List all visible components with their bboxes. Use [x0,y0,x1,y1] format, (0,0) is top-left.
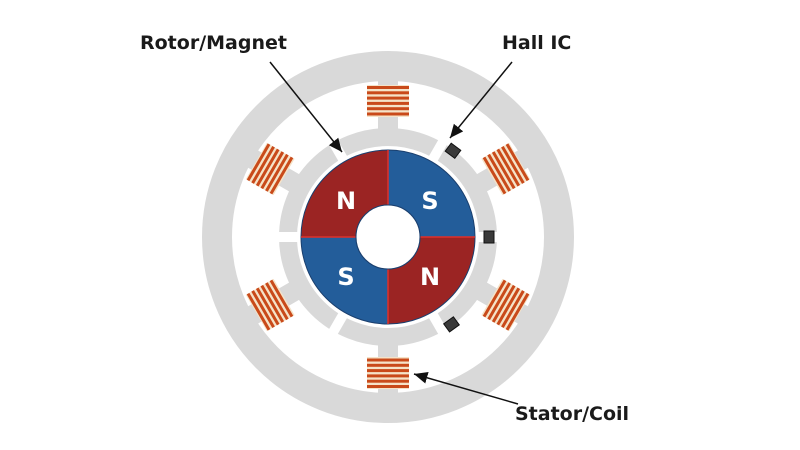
rotor-shaft-hole [355,204,421,270]
rotor-magnet-label: Rotor/Magnet [140,32,287,54]
pole-label-n-bottom: N [420,263,440,291]
coil [367,85,409,117]
hall-ic-arrow [449,61,513,139]
coil [367,357,409,389]
coil [481,142,531,196]
stator-tooth-coil [476,142,532,196]
pole-label-s-bottom: S [337,263,354,291]
coil [245,142,295,196]
stator-tooth-coil [244,142,300,196]
coil [481,278,531,332]
pole-label-n-top: N [336,187,356,215]
rotor-magnet [300,149,476,325]
coil [245,278,295,332]
stator-outer-ring [202,51,574,423]
hall-ic-label: Hall IC [502,32,571,54]
stator-tooth-coil [244,278,300,332]
pole-shoe-gap [427,310,449,337]
hall-ic-sensors [442,142,495,333]
stator-arrow [413,371,519,405]
stator-tooth-coil [367,77,409,129]
stator-coil-label: Stator/Coil [515,403,629,425]
stator-tooth-coil [367,345,409,397]
hall-ic [444,142,462,160]
rotor-arrow [269,61,343,153]
hall-ic [483,230,495,244]
pole-shoe-gap [327,310,349,337]
hall-ic [442,316,460,333]
stator-tooth-coil [476,278,532,332]
pole-shoe-gap [427,137,449,164]
pole-label-s-top: S [421,187,438,215]
